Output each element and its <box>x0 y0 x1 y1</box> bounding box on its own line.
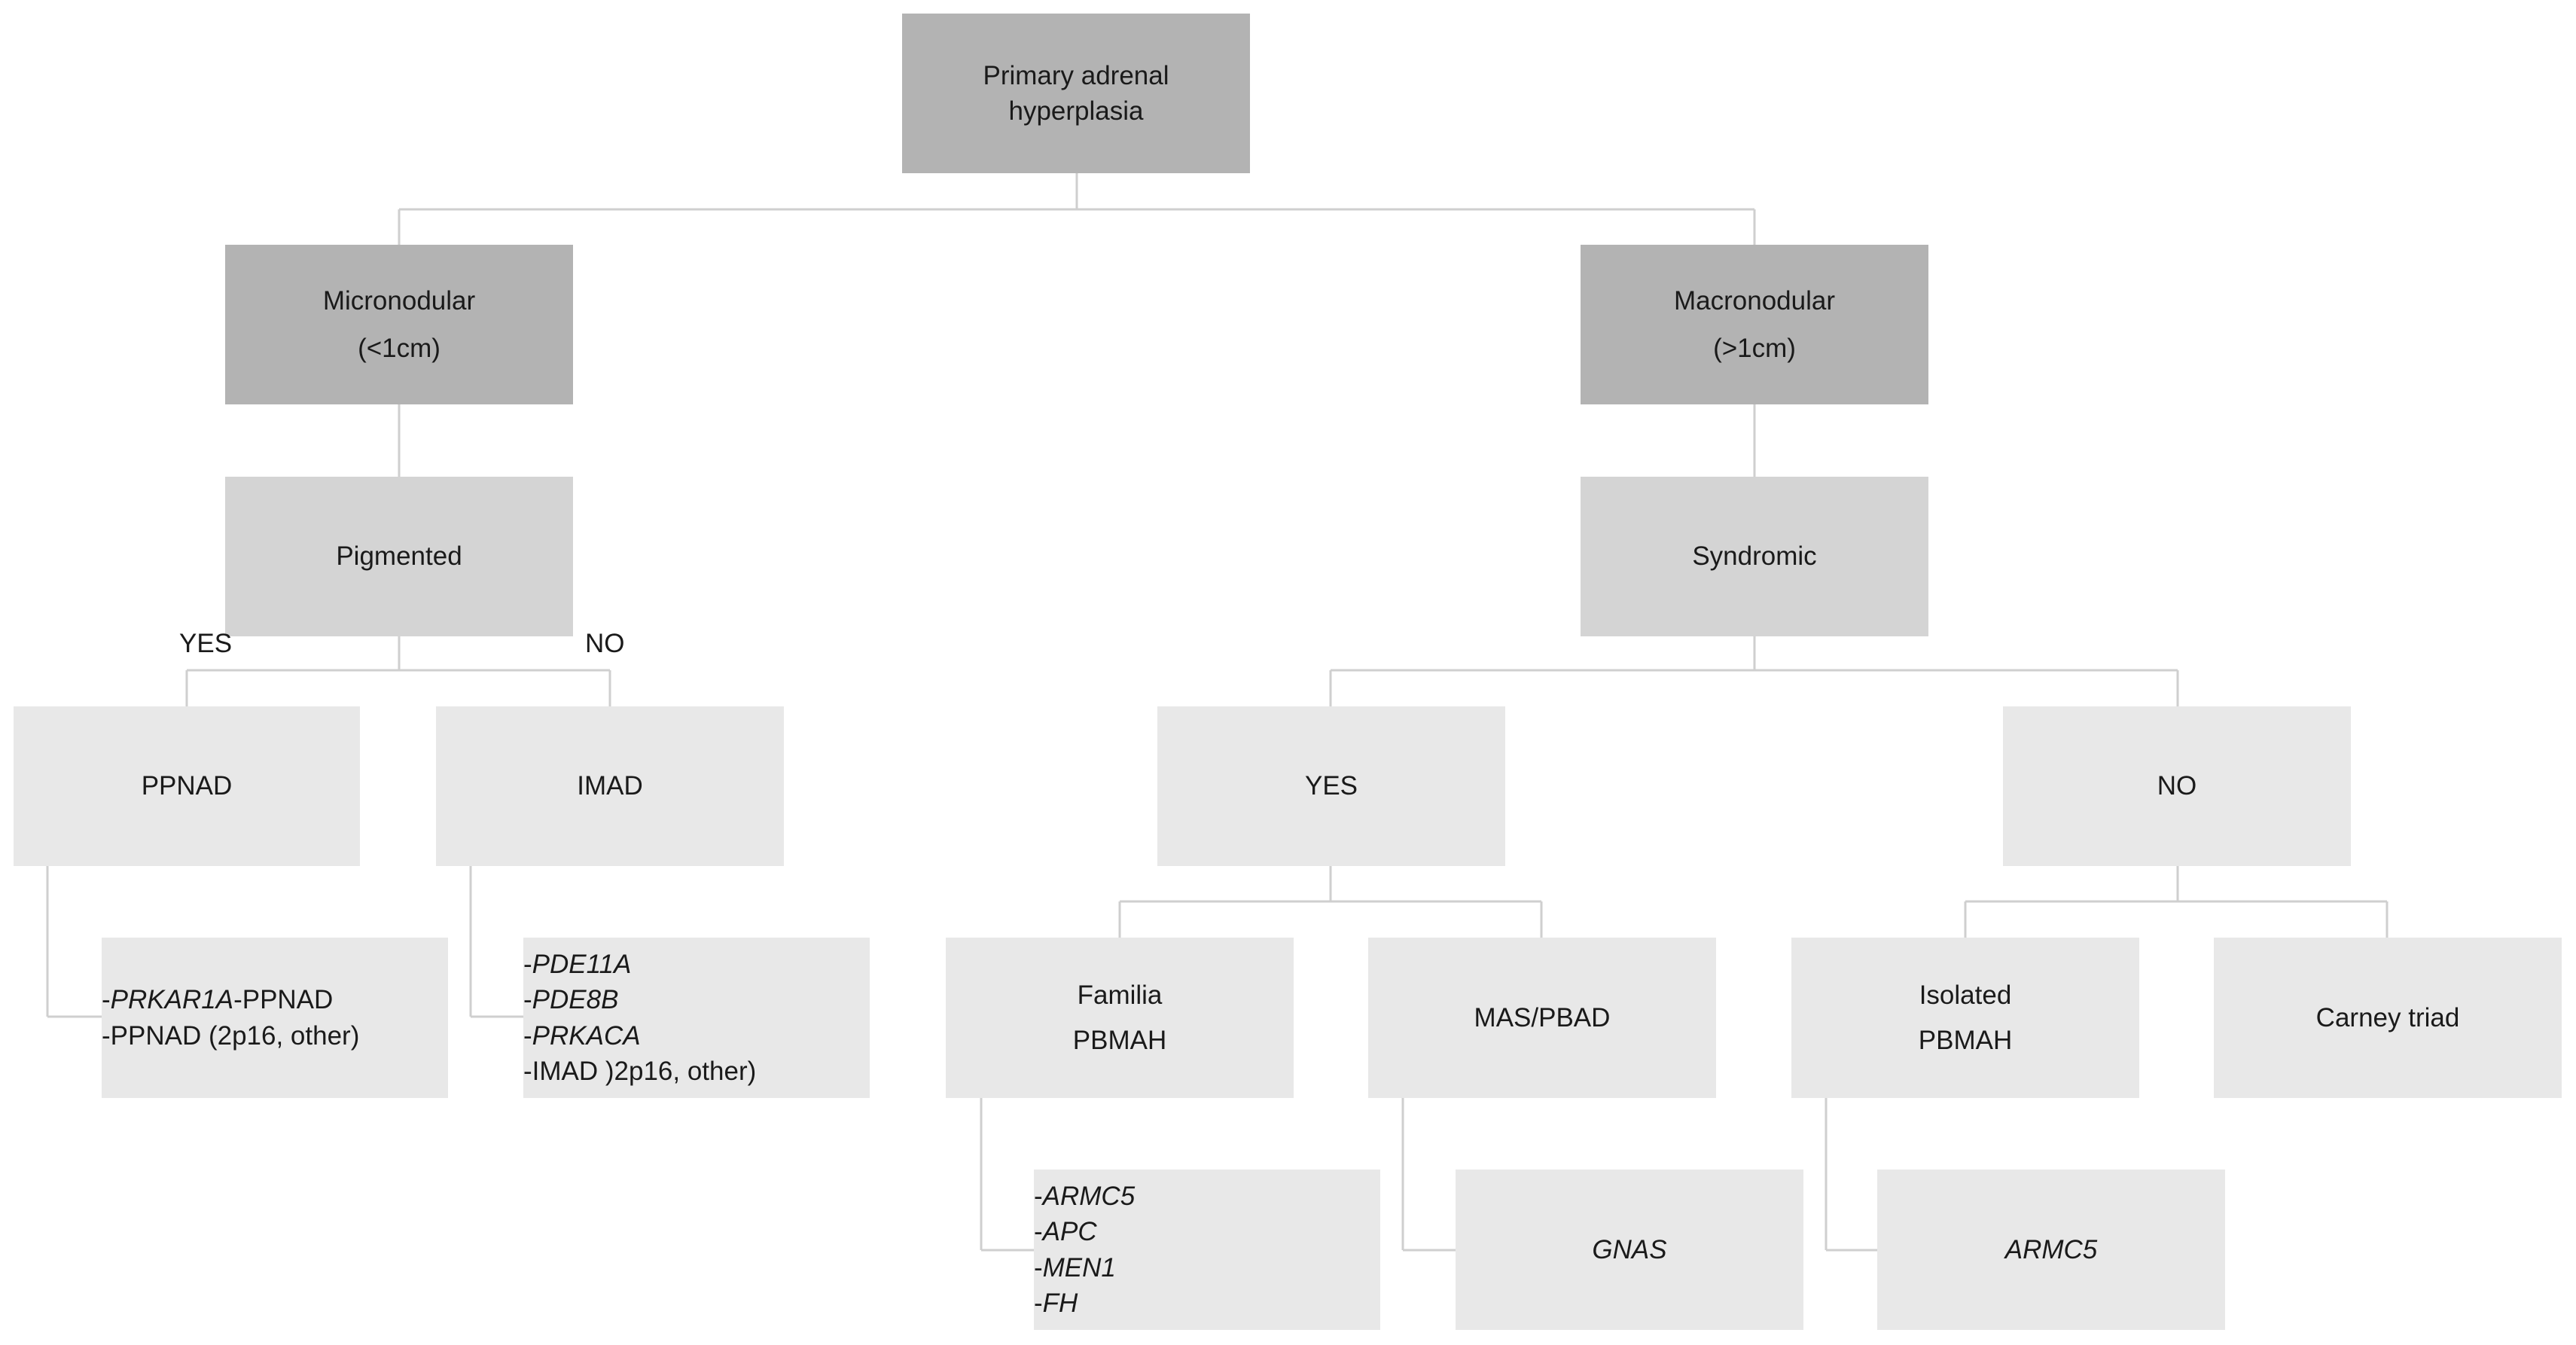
node-text: IMAD <box>577 771 643 801</box>
node-text: (>1cm) <box>1713 334 1796 363</box>
gene-line: -MEN1 <box>1034 1250 1116 1286</box>
dash-text: - <box>1034 1288 1043 1318</box>
dash-text: - <box>523 985 532 1015</box>
gene-line: -APC <box>1034 1214 1097 1249</box>
node-text: MAS/PBAD <box>1474 1002 1611 1032</box>
node-text: NO <box>2157 771 2197 801</box>
dash-text: - <box>523 1020 532 1051</box>
node-text: PBMAH <box>1918 1025 2013 1055</box>
node-text: (<1cm) <box>358 334 441 363</box>
node-familia-pbmah: Familia PBMAH <box>946 938 1294 1098</box>
dash-text: - <box>1034 1252 1043 1282</box>
node-mas-pbad: MAS/PBAD <box>1368 938 1716 1098</box>
node-text: YES <box>1304 771 1358 801</box>
node-text: Macronodular <box>1674 286 1835 316</box>
node-text: Primary adrenal <box>983 60 1169 90</box>
node-text: hyperplasia <box>1008 96 1144 126</box>
node-micronodular: Micronodular (<1cm) <box>225 245 573 404</box>
node-text: Familia <box>1077 981 1163 1010</box>
gene-line: -PDE8B <box>523 982 618 1017</box>
node-text: PBMAH <box>1072 1025 1167 1055</box>
gene-name: APC <box>1042 1217 1097 1247</box>
branch-label-yes: YES <box>179 629 233 658</box>
node-text: Isolated <box>1919 981 2012 1010</box>
node-syndromic-no: NO <box>2003 706 2351 866</box>
dash-text: - <box>1034 1217 1043 1247</box>
node-text: PPNAD <box>141 771 233 801</box>
gene-line: -IMAD )2p16, other) <box>523 1056 757 1086</box>
gene-line: -PPNAD (2p16, other) <box>102 1020 360 1051</box>
gene-line: -ARMC5 <box>1034 1179 1135 1214</box>
node-ppnad: PPNAD <box>14 706 360 866</box>
gene-name: ARMC5 <box>1042 1182 1136 1211</box>
gene-line: -FH <box>1034 1286 1078 1321</box>
gene-name: GNAS <box>1592 1234 1667 1264</box>
node-familia-genes: -ARMC5 -APC -MEN1 -FH <box>1034 1170 1380 1330</box>
node-carney-triad: Carney triad <box>2214 938 2562 1098</box>
gene-line: -PRKAR1A-PPNAD <box>102 982 333 1017</box>
gene-name: PRKACA <box>532 1020 641 1051</box>
gene-name: PDE11A <box>532 950 632 979</box>
node-syndromic: Syndromic <box>1581 477 1928 636</box>
node-text: Syndromic <box>1692 541 1817 572</box>
branch-label-no: NO <box>585 629 625 658</box>
gene-line: -PDE11A <box>523 947 631 982</box>
node-text: Micronodular <box>322 286 476 316</box>
node-gnas: GNAS <box>1456 1170 1803 1330</box>
gene-line-rest: -PPNAD <box>233 985 334 1015</box>
node-imad-genes: -PDE11A -PDE8B -PRKACA -IMAD )2p16, othe… <box>523 938 870 1098</box>
node-armc5: ARMC5 <box>1877 1170 2225 1330</box>
gene-name: FH <box>1042 1288 1078 1318</box>
node-imad: IMAD <box>436 706 784 866</box>
node-syndromic-yes: YES <box>1157 706 1505 866</box>
node-macronodular: Macronodular (>1cm) <box>1581 245 1928 404</box>
node-isolated-pbmah: Isolated PBMAH <box>1791 938 2139 1098</box>
gene-name: ARMC5 <box>2004 1234 2098 1264</box>
node-ppnad-genes: -PRKAR1A-PPNAD -PPNAD (2p16, other) <box>102 938 448 1098</box>
node-primary-adrenal-hyperplasia: Primary adrenal hyperplasia <box>902 14 1250 173</box>
node-pigmented: Pigmented <box>225 477 573 636</box>
gene-line: -PRKACA <box>523 1018 641 1054</box>
gene-name: PRKAR1A <box>110 985 234 1015</box>
gene-name: MEN1 <box>1042 1252 1116 1282</box>
dash-text: - <box>523 950 532 979</box>
node-text: Pigmented <box>336 541 462 572</box>
node-text: Carney triad <box>2315 1002 2460 1032</box>
dash-text: - <box>1034 1182 1043 1211</box>
gene-name: PDE8B <box>532 985 619 1015</box>
dash-text: - <box>102 985 111 1015</box>
